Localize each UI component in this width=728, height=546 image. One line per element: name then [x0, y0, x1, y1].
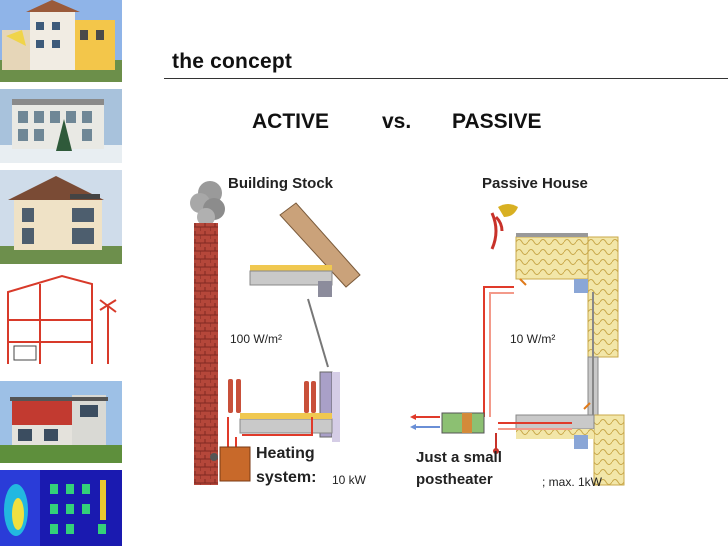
right-load-label: 10 W/m²: [510, 332, 556, 346]
left-title: Building Stock: [228, 175, 333, 192]
chimney-smoke-icon: [190, 181, 225, 226]
heat-exchanger-icon: [410, 412, 499, 454]
boiler-icon: [210, 446, 251, 482]
heating-label-line2: system:: [256, 469, 317, 486]
passive-house-logo-icon: [490, 204, 518, 250]
heating-label-line1: Heating: [256, 445, 315, 462]
thumbnail-row-house-snow: [0, 89, 122, 163]
heating-value: 10 kW: [332, 473, 367, 487]
postheater-label-line2: postheater: [416, 471, 493, 488]
roof: [279, 202, 361, 288]
postheater-label-line1: Just a small: [416, 449, 502, 466]
radiator-icon: [228, 379, 316, 413]
thumbnail-detached-house: [0, 170, 122, 264]
postheater-value: ; max. 1kW: [542, 475, 603, 489]
thumbnail-column: [0, 0, 122, 546]
heading-active: ACTIVE: [252, 110, 330, 133]
floor-slab: [239, 418, 333, 434]
title-divider: [164, 78, 728, 79]
wall-top: [318, 281, 332, 297]
comparison-diagram: Building Stock Passive House 100 W/m² 10…: [180, 167, 630, 494]
ceiling-insulation: [250, 265, 332, 271]
thumbnail-colorful-houses: [0, 0, 122, 82]
chimney: [194, 223, 218, 485]
ceiling-slab: [249, 270, 333, 286]
slide-title: the concept: [172, 50, 293, 73]
right-title: Passive House: [482, 175, 588, 192]
thumbnail-thermal-image: [0, 470, 122, 546]
left-load-label: 100 W/m²: [230, 332, 283, 346]
heading-vs: vs.: [382, 110, 412, 133]
thumbnail-modern-red-house: [0, 381, 122, 463]
thumbnail-house-section-sketch: [0, 270, 122, 374]
heading-passive: PASSIVE: [452, 110, 542, 133]
